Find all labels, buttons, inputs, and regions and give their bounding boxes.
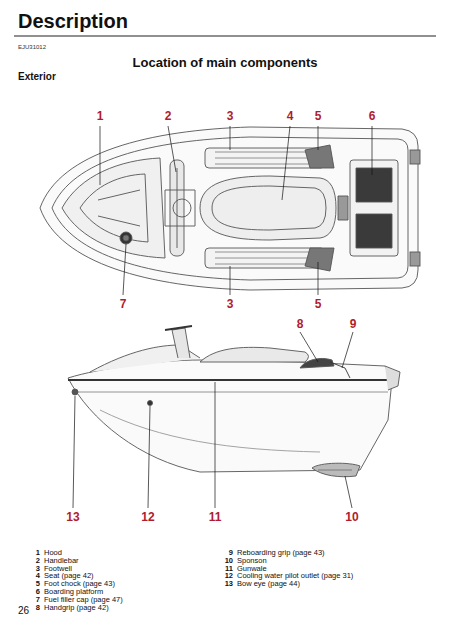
list-number: 10 <box>225 557 233 565</box>
list-number: 9 <box>229 549 233 557</box>
callout-number: 5 <box>315 298 322 310</box>
top-view <box>40 127 420 290</box>
list-text: Sponson <box>237 557 267 565</box>
list-number: 1 <box>36 549 40 557</box>
leader-lines <box>73 126 372 508</box>
list-number: 12 <box>225 572 233 580</box>
list-text: Foot chock (page 43) <box>44 580 115 588</box>
code-label: EJU31012 <box>18 44 46 50</box>
list-text: Bow eye (page 44) <box>237 580 300 588</box>
header-rule <box>14 35 436 36</box>
page-number: 26 <box>18 606 29 616</box>
callout-number: 3 <box>227 110 234 122</box>
list-text: Footwell <box>44 565 72 573</box>
subheading: Exterior <box>18 72 56 82</box>
callout-number: 2 <box>165 110 172 122</box>
list-text: Boarding platform <box>44 588 103 596</box>
callout-number: 4 <box>287 110 294 122</box>
list-text: Seat (page 42) <box>44 572 94 580</box>
list-number: 8 <box>36 604 40 612</box>
list-text: Handlebar <box>44 557 79 565</box>
section-heading: Description <box>18 11 128 31</box>
side-view <box>68 326 400 477</box>
callout-number: 1 <box>97 110 104 122</box>
callout-number: 9 <box>350 318 357 330</box>
list-text: Handgrip (page 42) <box>44 604 109 612</box>
list-number: 4 <box>36 572 40 580</box>
callout-number: 8 <box>297 318 304 330</box>
list-number: 2 <box>36 557 40 565</box>
list-number: 6 <box>36 588 40 596</box>
list-text: Fuel filler cap (page 47) <box>44 596 123 604</box>
callout-number: 11 <box>209 511 222 523</box>
callout-number: 7 <box>120 298 127 310</box>
list-text: Hood <box>44 549 62 557</box>
callout-number: 12 <box>141 511 154 523</box>
list-number: 3 <box>36 565 40 573</box>
list-number: 11 <box>225 565 233 573</box>
list-number: 7 <box>36 596 40 604</box>
callout-number: 13 <box>66 511 79 523</box>
page-title: Location of main components <box>133 56 318 69</box>
callout-number: 10 <box>345 511 358 523</box>
callout-number: 5 <box>315 110 322 122</box>
callout-number: 6 <box>369 110 376 122</box>
list-number: 5 <box>36 580 40 588</box>
list-text: Gunwale <box>237 565 267 573</box>
callout-number: 3 <box>227 298 234 310</box>
list-number: 13 <box>225 580 233 588</box>
list-text: Cooling water pilot outlet (page 31) <box>237 572 353 580</box>
list-text: Reboarding grip (page 43) <box>237 549 325 557</box>
